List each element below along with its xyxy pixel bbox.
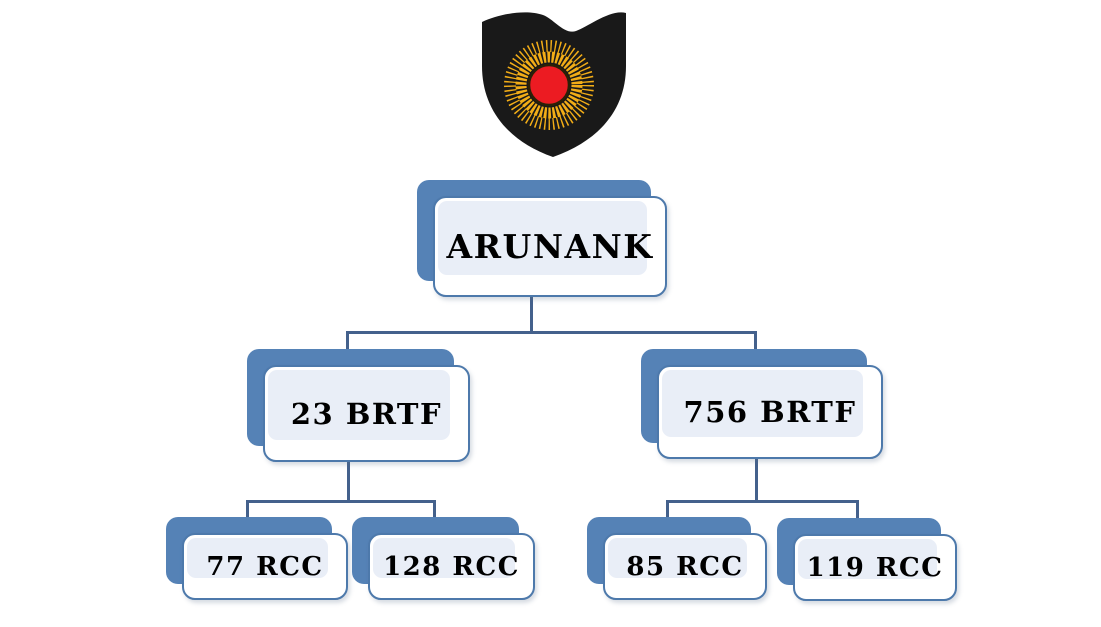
connector-drop-rcc77 bbox=[246, 500, 249, 518]
org-node-23-brtf: 23 BRTF bbox=[247, 349, 470, 462]
node-face: 756 BRTF bbox=[657, 365, 883, 459]
node-sheen bbox=[268, 370, 450, 440]
connector-drop-rcc85 bbox=[666, 500, 669, 518]
connector-brtf756-stem bbox=[755, 458, 758, 503]
connector-drop-brtf23 bbox=[346, 331, 349, 349]
crest-logo bbox=[482, 12, 626, 158]
node-sheen bbox=[662, 370, 863, 437]
node-face: 23 BRTF bbox=[263, 365, 470, 462]
org-node-arunank: ARUNANK bbox=[417, 180, 667, 297]
connector-root-stem bbox=[530, 297, 533, 333]
node-face: 85 RCC bbox=[603, 533, 767, 600]
sun-emblem bbox=[504, 40, 594, 130]
connector-root-rail bbox=[346, 331, 757, 334]
connector-brtf23-rail bbox=[246, 500, 436, 503]
org-node-128-rcc: 128 RCC bbox=[352, 517, 535, 600]
node-sheen bbox=[373, 538, 515, 578]
org-node-label: ARUNANK bbox=[446, 227, 654, 266]
org-node-label: 128 RCC bbox=[383, 551, 520, 582]
node-face: 77 RCC bbox=[182, 533, 348, 600]
org-node-85-rcc: 85 RCC bbox=[587, 517, 767, 600]
connector-drop-rcc128 bbox=[433, 500, 436, 518]
connector-brtf23-stem bbox=[347, 462, 350, 503]
org-node-label: 23 BRTF bbox=[290, 396, 443, 431]
org-node-label: 85 RCC bbox=[626, 551, 744, 582]
org-node-label: 77 RCC bbox=[206, 551, 324, 582]
node-sheen bbox=[438, 201, 647, 275]
connector-drop-brtf756 bbox=[754, 331, 757, 350]
node-sheen bbox=[187, 538, 328, 578]
org-node-label: 756 BRTF bbox=[683, 395, 857, 429]
sun-rays-inner bbox=[515, 51, 583, 119]
node-face: 128 RCC bbox=[368, 533, 535, 600]
org-node-756-brtf: 756 BRTF bbox=[641, 349, 883, 459]
org-node-119-rcc: 119 RCC bbox=[777, 518, 957, 601]
org-node-label: 119 RCC bbox=[806, 552, 944, 583]
sun-core bbox=[527, 63, 571, 107]
connector-brtf756-rail bbox=[666, 500, 859, 503]
org-node-77-rcc: 77 RCC bbox=[166, 517, 348, 600]
connector-drop-rcc119 bbox=[856, 500, 859, 518]
node-face: 119 RCC bbox=[793, 534, 957, 601]
sun-rays-outer bbox=[504, 40, 594, 130]
node-sheen bbox=[608, 538, 747, 578]
node-sheen bbox=[798, 539, 937, 579]
node-face: ARUNANK bbox=[433, 196, 667, 297]
